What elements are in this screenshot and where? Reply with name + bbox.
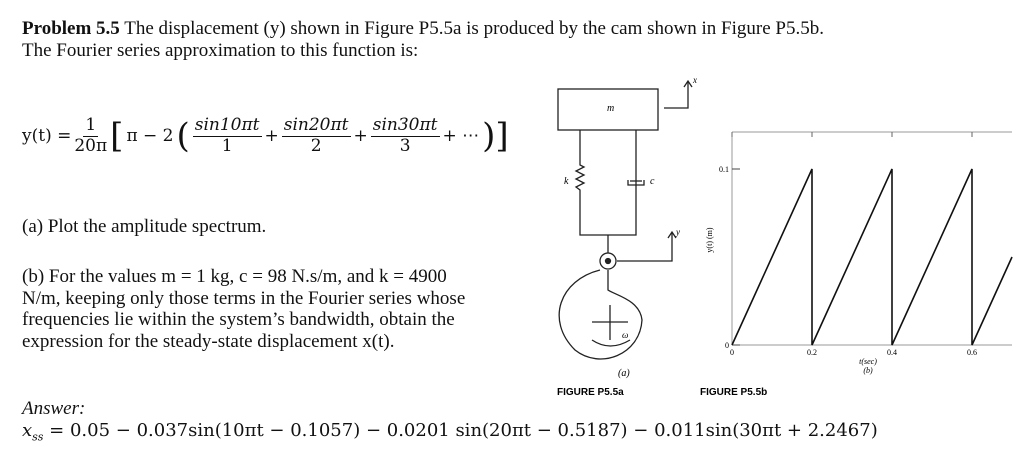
coef-den: 20π [74,135,108,156]
figure-b-sub: (b) [863,366,873,375]
part-b-line: N/m, keeping only those terms in the Fou… [22,287,466,309]
y-tick-label: 0 [725,341,729,350]
closing-brackets: )] [482,116,509,157]
term-num: sin30πt [370,115,440,137]
term-num: sin20πt [281,115,351,137]
problem-number: Problem 5.5 [22,18,120,39]
part-b-line: expression for the steady-state displace… [22,330,395,352]
answer-lhs: x [22,420,33,441]
x-label: x [692,75,697,85]
damper-label: c [650,176,655,187]
omega-label: ω [622,330,628,340]
problem-statement: Problem 5.5 The displacement (y) shown i… [22,18,824,40]
answer-rhs: = 0.05 − 0.037sin(10πt − 0.1057) − 0.020… [43,420,878,441]
problem-line-2: The Fourier series approximation to this… [22,40,419,61]
part-b-line: (b) For the values m = 1 kg, c = 98 N.s/… [22,266,447,287]
bracket: [ [110,116,124,157]
sawtooth-plot: 0 0.2 0.4 0.6 0 0.1 t(sec)(b) y(t) (m) [705,131,1013,375]
x-tick-label: 0.6 [967,348,977,357]
x-axis-label: t(sec) [859,357,877,366]
figure-a-caption: FIGURE P5.5a [557,387,624,398]
figure-b-caption: FIGURE P5.5b [700,387,767,398]
plus: + [353,126,368,147]
ellipsis: + ⋯ [442,126,480,147]
spring-label: k [564,176,569,187]
y-label: y [675,227,680,237]
answer-sub: ss [32,430,44,444]
y-arrow [617,233,673,262]
figure-a-sub: (a) [618,368,630,379]
term-den: 1 [221,135,233,156]
equation-lhs: y(t) = [22,126,72,147]
follower-roller [599,252,617,270]
x-arrowhead [683,79,693,88]
sawtooth-line [731,168,1013,346]
part-a: (a) Plot the amplitude spectrum. [22,216,267,237]
cam-profile [558,269,643,360]
mass-block [557,88,659,131]
x-tick-label: 0 [730,348,734,357]
x-tick-label: 0.4 [887,348,897,357]
y-tick-label: 0.1 [719,165,729,174]
x-arrow [664,82,689,109]
answer-label: Answer: [22,398,86,419]
paren: ( [176,116,190,157]
problem-line-1: The displacement (y) shown in Figure P5.… [119,18,824,39]
pi-minus-2: π − 2 [126,126,174,147]
coef-num: 1 [83,115,99,137]
cam-follower-diagram [557,79,693,360]
spring [574,130,637,236]
answer-expression: xss = 0.05 − 0.037sin(10πt − 0.1057) − 0… [22,420,878,444]
mass-label: m [607,103,614,114]
rotation-arrow [591,339,631,347]
term-den: 3 [399,135,411,156]
plus: + [264,126,279,147]
part-b: (b) For the values m = 1 kg, c = 98 N.s/… [22,266,465,352]
term-num: sin10πt [192,115,262,137]
term-den: 2 [310,135,322,156]
y-axis-label: y(t) (m) [705,227,714,252]
x-tick-label: 0.2 [807,348,817,357]
damper-cup [627,180,645,186]
part-b-line: frequencies lie within the system’s band… [22,309,455,330]
